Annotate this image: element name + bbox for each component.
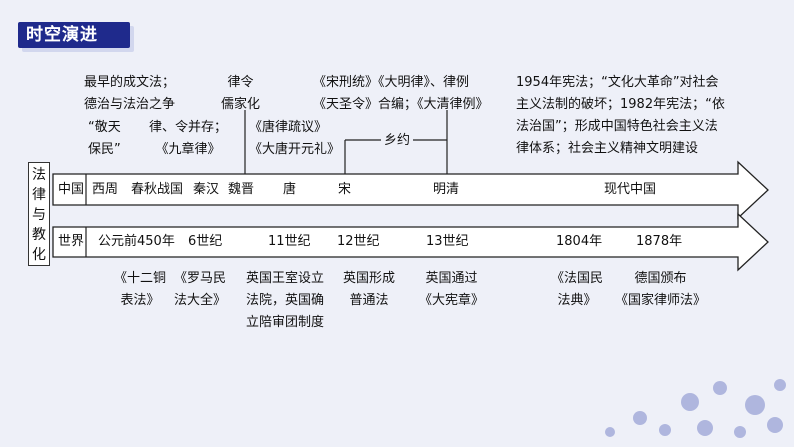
china-period: 秦汉 [193,182,220,197]
note-songming: 《宋刑统》《大明律》、律例 《天圣令》合编；《大清律例》 [313,75,489,112]
world-arrow [52,212,769,272]
world-time: 13世纪 [426,234,469,249]
side-label: 法 律 与 教 化 [28,162,50,266]
world-time: 1804年 [556,234,603,249]
note-civil-code: 《法国民 法典》 [551,271,604,308]
china-arrow [52,160,769,220]
note-lvling: 律令 儒家化 [221,75,261,112]
china-period: 宋 [338,182,352,197]
note-roman-law: 《罗马民 法大全》 [174,271,227,308]
world-time: 6世纪 [188,234,223,249]
china-period: 魏晋 [228,182,255,197]
side-label-char: 律 [32,187,46,203]
note-qinhan: 律、令并存； 《九章律》 [149,120,228,157]
note-magna-carta: 英国通过 《大宪章》 [419,271,485,308]
note-lawyers-law: 德国颁布 《国家律师法》 [615,271,707,308]
snowflake-decoration [605,379,786,438]
note-twelve-tables: 《十二铜 表法》 [114,271,167,308]
china-period: 西周 [92,182,119,197]
note-england-court: 英国王室设立 法院，英国确 立陪审团制度 [246,271,325,330]
side-label-char: 教 [32,227,46,243]
world-time: 公元前450年 [98,234,175,249]
world-time: 12世纪 [337,234,380,249]
world-row-label: 世界 [58,234,85,249]
china-period: 现代中国 [604,182,657,197]
china-period: 春秋战国 [131,182,184,197]
side-label-char: 与 [32,207,46,223]
note-common-law: 英国形成 普通法 [343,271,396,308]
china-period: 唐 [283,182,297,197]
note-xiangyue: 乡约 [381,130,414,152]
note-modern: 1954年宪法；“文化大革命”对社会 主义法制的破坏；1982年宪法；“依 法治… [516,75,725,156]
side-label-char: 化 [32,247,46,263]
note-tang: 《唐律疏议》 《大唐开元礼》 [249,120,341,157]
title-badge [18,22,130,48]
page-title: 时空演进 [26,25,98,45]
china-row-label: 中国 [58,182,85,197]
note-chunqiu: 最早的成文法； 德治与法治之争 [84,75,176,112]
note-xizhou: “敬天 保民” [88,120,121,157]
china-period: 明清 [433,182,460,197]
side-label-char: 法 [32,167,46,183]
world-time: 11世纪 [268,234,311,249]
world-time: 1878年 [636,234,683,249]
